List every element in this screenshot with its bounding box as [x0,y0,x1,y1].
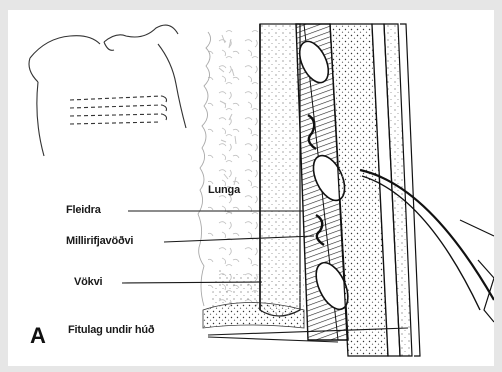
anatomy-illustration [8,10,494,366]
label-lunga: Lunga [208,184,240,196]
label-fitulag: Fitulag undir húð [68,324,154,336]
fluid-region [203,268,304,328]
label-fleidra: Fleidra [66,204,101,216]
thorax-sketch [29,25,186,156]
panel-letter: A [30,323,46,349]
figure-panel: Lunga Fleidra Millirifjavöðvi Vökvi Fitu… [8,10,494,366]
label-millirifjavodvi: Millirifjavöðvi [66,235,133,247]
lung-tissue [208,30,260,310]
label-vokvi: Vökvi [74,276,102,288]
